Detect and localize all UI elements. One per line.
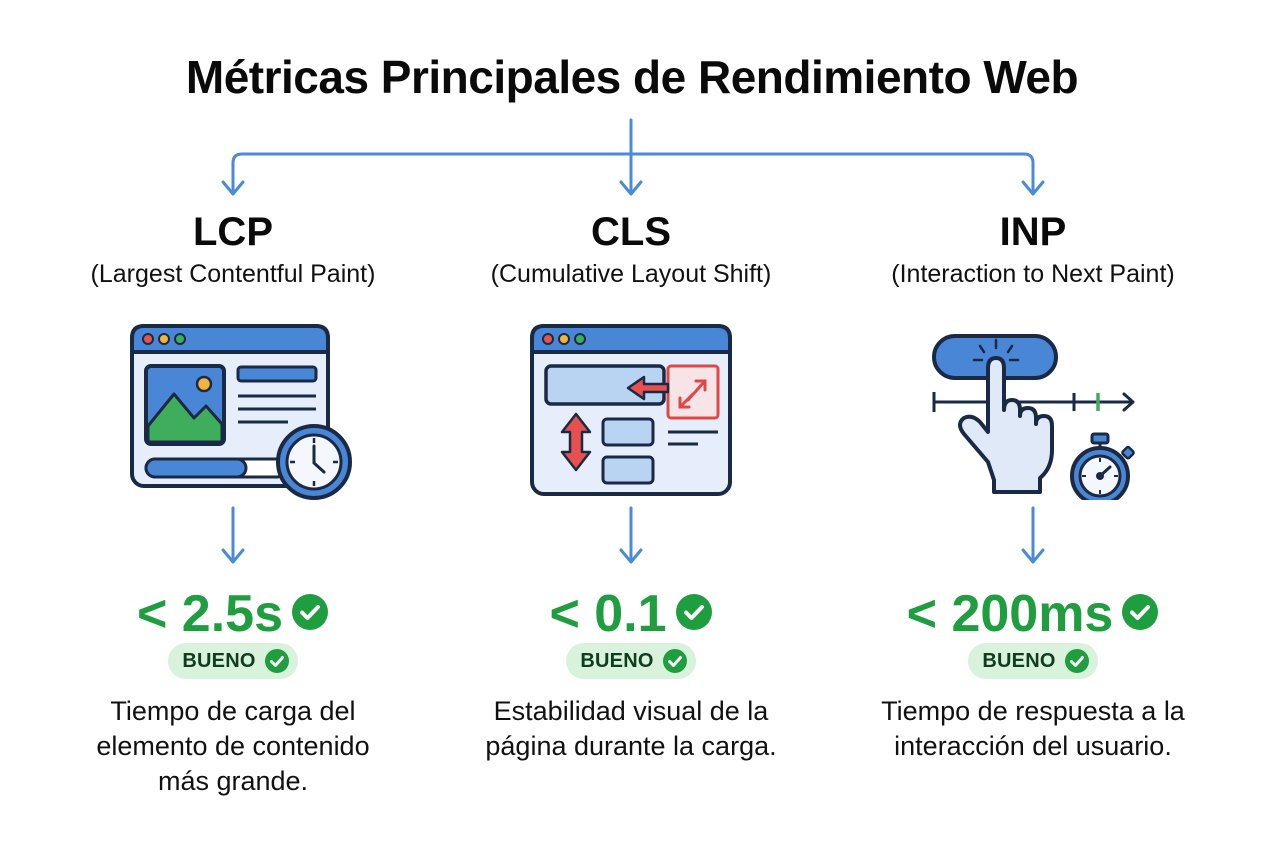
check-circle-icon (1064, 649, 1089, 673)
page-title: Métricas Principales de Rendimiento Web (185, 51, 1079, 103)
check-circle-icon (264, 649, 289, 673)
metric-inp-threshold: < 200ms (823, 584, 1243, 644)
metric-lcp-threshold: < 2.5s (23, 584, 443, 644)
metric-abbr: INP (999, 210, 1067, 254)
branch-line (231, 152, 1035, 194)
metric-full-name: (Largest Contentful Paint) (90, 260, 376, 288)
check-circle-icon (1122, 594, 1159, 631)
check-circle-icon (292, 594, 329, 631)
check-circle-icon (675, 594, 712, 631)
metric-inp-description: Tiempo de respuesta a la interacción del… (881, 696, 1185, 761)
metric-lcp-description: Tiempo de carga del elemento de contenid… (96, 696, 370, 796)
metric-abbr: LCP (193, 210, 273, 254)
metric-cls-header: CLS (Cumulative Layout Shift) (421, 208, 841, 290)
browser-layout-shift-icon (530, 324, 732, 496)
status-badge: BUENO (168, 643, 298, 679)
browser-image-clock-icon (130, 324, 352, 500)
metric-lcp-header: LCP (Largest Contentful Paint) (23, 208, 443, 290)
metric-full-name: (Cumulative Layout Shift) (490, 260, 772, 288)
metric-cls-threshold: < 0.1 (421, 584, 841, 644)
arrow-inp-icon (1021, 180, 1045, 196)
arrow-down-inp-icon (1021, 548, 1045, 564)
check-circle-icon (662, 649, 687, 673)
metric-full-name: (Interaction to Next Paint) (891, 260, 1175, 288)
metric-inp-header: INP (Interaction to Next Paint) (823, 208, 1243, 290)
hand-tap-stopwatch-icon (932, 334, 1135, 500)
metric-abbr: CLS (591, 210, 671, 254)
arrow-down-lcp-icon (221, 548, 245, 564)
metric-cls-description: Estabilidad visual de la página durante … (485, 696, 777, 761)
arrow-cls-icon (619, 180, 643, 196)
arrow-down-cls-icon (619, 548, 643, 564)
arrow-lcp-icon (221, 180, 245, 196)
status-badge: BUENO (968, 643, 1098, 679)
status-badge: BUENO (566, 643, 696, 679)
